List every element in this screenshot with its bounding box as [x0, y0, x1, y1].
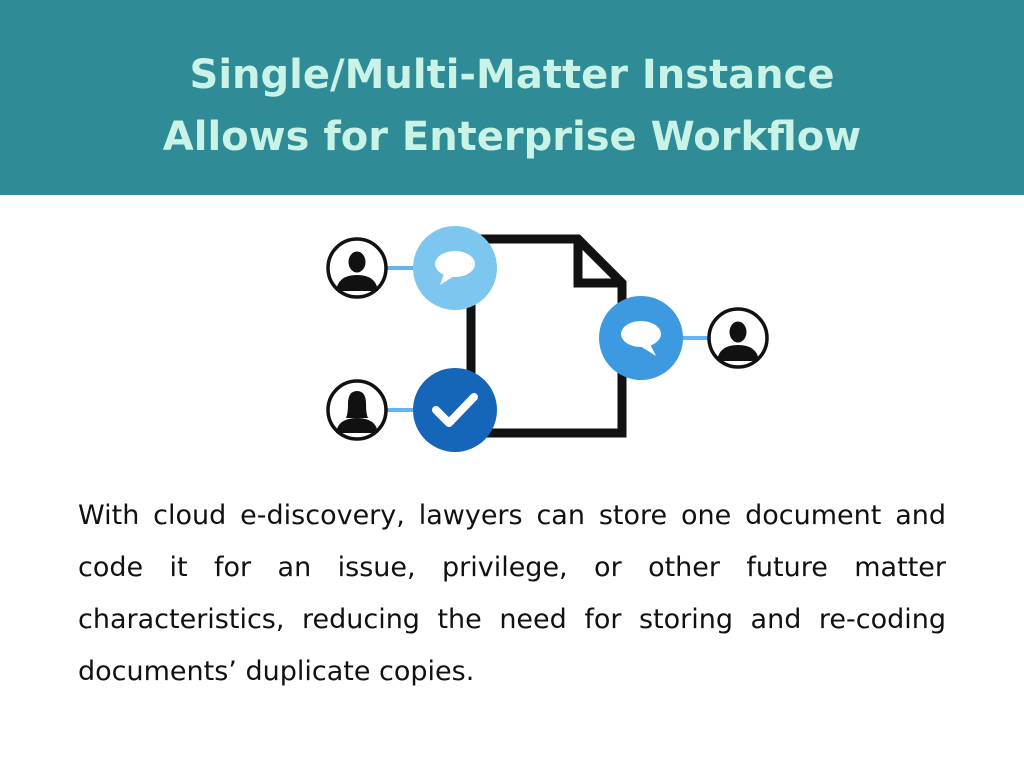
page-title: Single/Multi-Matter Instance Allows for … — [0, 44, 1024, 168]
title-line-1: Single/Multi-Matter Instance — [189, 52, 835, 98]
collaboration-svg — [326, 226, 769, 452]
title-line-2: Allows for Enterprise Workflow — [162, 114, 862, 160]
collaboration-illustration — [0, 195, 1024, 475]
chat-bubble-icon — [599, 296, 683, 380]
user-icon — [707, 307, 769, 369]
chat-bubble-icon — [413, 226, 497, 310]
user-icon — [326, 237, 388, 299]
check-icon — [413, 368, 497, 452]
user-icon — [326, 379, 388, 441]
body-paragraph: With cloud e-discovery, lawyers can stor… — [78, 500, 946, 687]
title-banner: Single/Multi-Matter Instance Allows for … — [0, 0, 1024, 195]
